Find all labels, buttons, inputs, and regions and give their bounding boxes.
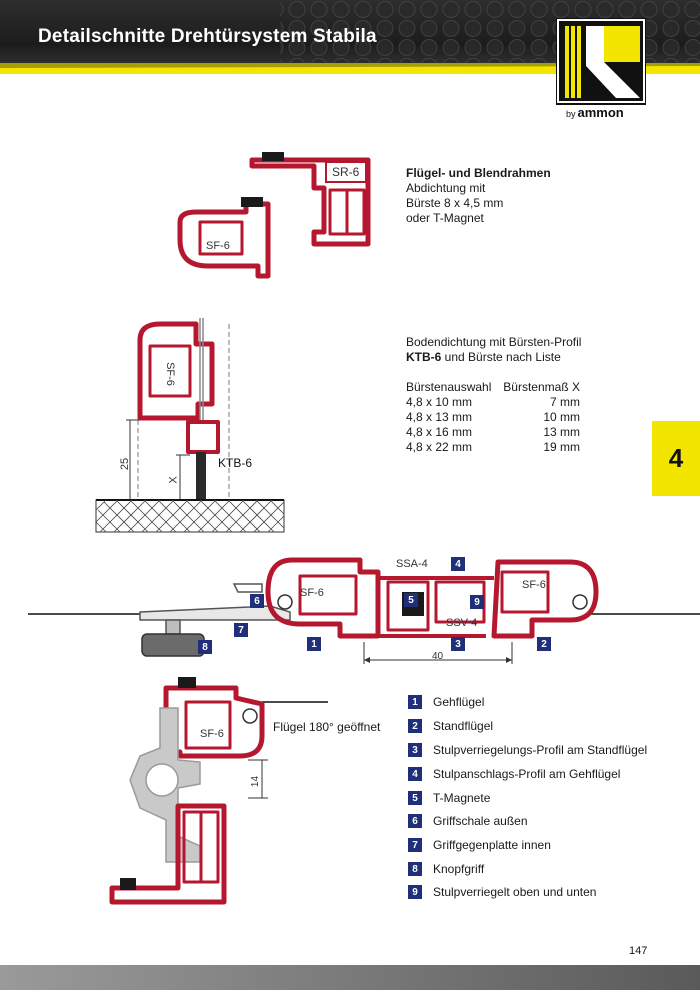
brush-table-header: Bürstenauswahl Bürstenmaß X [406, 380, 580, 395]
label-sf6-open: SF-6 [200, 728, 224, 740]
brand-logo [555, 17, 647, 122]
callout-2: 2 [537, 637, 551, 651]
chapter-tab: 4 [652, 421, 700, 496]
frame-seal-description: Flügel- und Blendrahmen Abdichtung mit B… [406, 166, 551, 226]
callout-3: 3 [451, 637, 465, 651]
sf6-bottom-profile [137, 321, 220, 454]
hinge-grey [129, 707, 201, 863]
logo-by: by [566, 109, 576, 119]
label-fluegel-open: Flügel 180° geöffnet [273, 720, 381, 734]
open-sash-top [163, 685, 265, 759]
label-sf6-right: SF-6 [522, 579, 546, 591]
floor-seal-ktb6: KTB-6 [406, 350, 442, 364]
floor-seal-line1: Bodendichtung mit Bürsten-Profil [406, 335, 582, 349]
brush-col-selection: Bürstenauswahl [406, 380, 492, 394]
callout-8: 8 [198, 640, 212, 654]
label-dim-40: 40 [432, 651, 444, 662]
floor-seal-line2: und Bürste nach Liste [441, 350, 561, 364]
callout-7: 7 [234, 623, 248, 637]
callout-9: 9 [470, 595, 484, 609]
yellow-stripe [0, 63, 700, 74]
label-sf6-bottom: SF-6 [163, 362, 176, 386]
frame-seal-line2: Bürste 8 x 4,5 mm [406, 196, 504, 210]
logo-k-icon [555, 17, 647, 105]
page-footer [0, 965, 700, 990]
brush-col-size: Bürstenmaß X [503, 380, 580, 394]
callout-6: 6 [250, 594, 264, 608]
callout-4: 4 [451, 557, 465, 571]
sr6-seal [262, 152, 284, 161]
sf6-brush [241, 197, 263, 207]
label-dim-25: 25 [119, 457, 132, 471]
callout-1: 1 [307, 637, 321, 651]
label-sf6-left: SF-6 [300, 587, 324, 599]
floor-hatch [95, 499, 285, 533]
label-ktb6: KTB-6 [218, 456, 253, 470]
stulp-right-sash [491, 559, 599, 639]
frame-seal-line1: Abdichtung mit [406, 181, 486, 195]
label-dim-14: 14 [250, 775, 262, 788]
frame-seal-heading: Flügel- und Blendrahmen [406, 166, 551, 180]
label-sf6-top: SF-6 [206, 240, 230, 252]
page-title: Detailschnitte Drehtürsystem Stabila [38, 26, 377, 47]
label-ssv4: SSV-4 [446, 617, 478, 629]
open-sash-bottom [109, 803, 227, 905]
callout-5: 5 [404, 593, 418, 607]
label-sr6: SR-6 [332, 165, 360, 179]
ktb-brush [196, 452, 206, 500]
frame-seal-line3: oder T-Magnet [406, 211, 484, 225]
logo-brand: ammon [577, 105, 624, 120]
griffschale [139, 583, 291, 657]
label-dim-x: X [167, 476, 180, 484]
floor-seal-description: Bodendichtung mit Bürsten-Profil KTB-6 u… [406, 335, 581, 365]
page-number: 147 [629, 945, 648, 957]
label-ssa4: SSA-4 [396, 558, 428, 570]
